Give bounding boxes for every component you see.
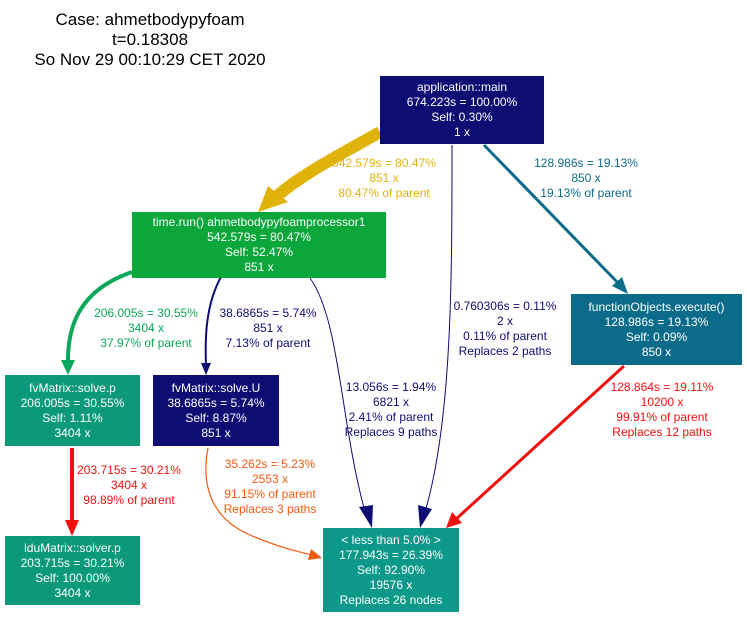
- node-fvmatrix-solve-p[interactable]: fvMatrix::solve.p 206.005s = 30.55% Self…: [5, 375, 140, 446]
- edge-timerun-solvep-arrowhead: [61, 360, 75, 375]
- edge-solveu-lessthan: [205, 447, 313, 556]
- edge-calls: 3404 x: [127, 321, 165, 335]
- edge-label-main-lessthan: 0.760306s = 0.11% 2 x 0.11% of parent Re…: [443, 299, 567, 359]
- edge-time: 0.760306s = 0.11%: [453, 299, 557, 313]
- node-calls: 19576 x: [369, 577, 413, 592]
- edge-parent-pct: 19.13% of parent: [540, 186, 632, 200]
- time-label: t=0.18308: [111, 30, 189, 49]
- edge-main-timerun: [270, 126, 383, 203]
- edge-label-timerun-solveu: 38.6865s = 5.74% 851 x 7.13% of parent: [207, 306, 329, 351]
- edge-solvep-ldu-arrowhead: [65, 520, 79, 536]
- node-fvmatrix-solve-u[interactable]: fvMatrix::solve.U 38.6865s = 5.74% Self:…: [153, 375, 279, 446]
- edge-calls: 851 x: [369, 171, 399, 185]
- edge-label-solveu-lessthan: 35.262s = 5.23% 2553 x 91.15% of parent …: [214, 457, 326, 517]
- edge-main-funcobj-arrowhead: [612, 277, 628, 294]
- edge-time: 203.715s = 30.21%: [77, 463, 181, 477]
- edge-timerun-solvep: [66, 270, 133, 361]
- edge-calls: 6821 x: [372, 395, 410, 409]
- node-title: functionObjects.execute(): [588, 299, 725, 314]
- date-label: So Nov 29 00:10:29 CET 2020: [34, 50, 266, 69]
- node-self: Self: 8.87%: [185, 410, 247, 425]
- edge-time: 35.262s = 5.23%: [224, 457, 316, 471]
- node-title: < less than 5.0% >: [341, 532, 441, 547]
- node-calls: 850 x: [641, 344, 672, 359]
- node-title: time.run() ahmetbodypyfoamprocessor1: [152, 215, 366, 229]
- node-total: 38.6865s = 5.74%: [167, 395, 265, 410]
- edge-time: 13.056s = 1.94%: [345, 380, 437, 394]
- edge-label-main-funcobj: 128.986s = 19.13% 850 x 19.13% of parent: [520, 156, 652, 201]
- edge-time: 542.579s = 80.47%: [332, 156, 436, 170]
- node-less-than-5-percent[interactable]: < less than 5.0% > 177.943s = 26.39% Sel…: [323, 528, 459, 612]
- edge-main-funcobj: [482, 143, 622, 287]
- edge-label-funcobj-lessthan: 128.864s = 19.11% 10200 x 99.91% of pare…: [600, 380, 724, 440]
- node-self: Self: 100.00%: [35, 570, 110, 585]
- node-calls: 3404 x: [54, 425, 91, 440]
- node-self: Self: 0.09%: [625, 329, 688, 344]
- edge-solveu-lessthan-arrowhead: [308, 549, 322, 560]
- node-self: Self: 92.90%: [356, 562, 426, 577]
- edge-calls: 10200 x: [640, 395, 684, 409]
- edge-parent-pct: 98.89% of parent: [83, 493, 175, 507]
- edge-label-main-timerun: 542.579s = 80.47% 851 x 80.47% of parent: [318, 156, 450, 201]
- edge-timerun-solveu: [204, 274, 223, 366]
- node-total: 177.943s = 26.39%: [339, 547, 443, 562]
- edge-replaces: Replaces 2 paths: [458, 344, 552, 358]
- edge-parent-pct: 80.47% of parent: [338, 186, 430, 200]
- node-title: lduMatrix::solver.p: [24, 540, 121, 555]
- edge-timerun-lessthan: [309, 277, 366, 513]
- edge-parent-pct: 99.91% of parent: [616, 410, 708, 424]
- node-total: 206.005s = 30.55%: [20, 395, 125, 410]
- edge-parent-pct: 0.11% of parent: [463, 329, 547, 343]
- node-total: 674.223s = 100.00%: [406, 95, 518, 109]
- edge-timerun-lessthan-arrowhead: [359, 505, 373, 528]
- edge-main-timerun-arrowhead: [258, 186, 288, 212]
- edge-label-solvep-ldu: 203.715s = 30.21% 3404 x 98.89% of paren…: [72, 463, 186, 508]
- edge-parent-pct: 7.13% of parent: [225, 336, 311, 350]
- node-function-objects[interactable]: functionObjects.execute() 128.986s = 19.…: [571, 294, 742, 365]
- edge-timerun-solveu-arrowhead: [201, 363, 211, 375]
- edge-calls: 3404 x: [110, 478, 148, 492]
- edge-calls: 2553 x: [251, 472, 289, 486]
- edge-calls: 850 x: [571, 171, 601, 185]
- edge-replaces: Replaces 12 paths: [612, 425, 712, 439]
- edge-parent-pct: 37.97% of parent: [100, 336, 192, 350]
- node-total: 203.715s = 30.21%: [20, 555, 125, 570]
- edge-funcobj-lessthan-arrowhead: [446, 512, 462, 528]
- edge-funcobj-lessthan: [453, 364, 626, 522]
- node-calls: 1 x: [453, 125, 470, 139]
- edge-replaces: Replaces 9 paths: [344, 425, 438, 439]
- node-calls: 851 x: [244, 260, 274, 274]
- node-ldumatrix-solver-p[interactable]: lduMatrix::solver.p 203.715s = 30.21% Se…: [5, 536, 140, 605]
- node-title: fvMatrix::solve.U: [171, 380, 261, 395]
- edge-calls: 2 x: [496, 314, 513, 328]
- edge-calls: 851 x: [253, 321, 283, 335]
- node-replaces: Replaces 26 nodes: [339, 592, 443, 607]
- node-total: 542.579s = 80.47%: [207, 230, 311, 244]
- edge-time: 206.005s = 30.55%: [94, 306, 198, 320]
- edge-label-timerun-lessthan: 13.056s = 1.94% 6821 x 2.41% of parent R…: [332, 380, 450, 440]
- node-title: fvMatrix::solve.p: [29, 380, 116, 395]
- node-calls: 3404 x: [54, 585, 91, 600]
- node-total: 128.986s = 19.13%: [604, 314, 709, 329]
- node-application-main[interactable]: application::main 674.223s = 100.00% Sel…: [380, 76, 544, 144]
- node-calls: 851 x: [201, 425, 231, 440]
- node-title: application::main: [416, 80, 508, 94]
- node-self: Self: 0.30%: [431, 110, 493, 124]
- case-title: Case: ahmetbodypyfoam: [55, 10, 245, 29]
- edge-main-lessthan: [424, 144, 453, 513]
- node-time-run[interactable]: time.run() ahmetbodypyfoamprocessor1 542…: [132, 212, 386, 278]
- edge-time: 128.864s = 19.11%: [610, 380, 714, 394]
- node-self: Self: 1.11%: [42, 410, 103, 425]
- node-self: Self: 52.47%: [224, 245, 294, 259]
- edge-time: 38.6865s = 5.74%: [219, 306, 317, 320]
- edge-main-lessthan-arrowhead: [418, 505, 432, 528]
- edge-parent-pct: 91.15% of parent: [224, 487, 316, 501]
- edge-parent-pct: 2.41% of parent: [348, 410, 434, 424]
- edge-replaces: Replaces 3 paths: [223, 502, 317, 516]
- edge-time: 128.986s = 19.13%: [534, 156, 638, 170]
- edge-label-timerun-solvep: 206.005s = 30.55% 3404 x 37.97% of paren…: [84, 306, 208, 351]
